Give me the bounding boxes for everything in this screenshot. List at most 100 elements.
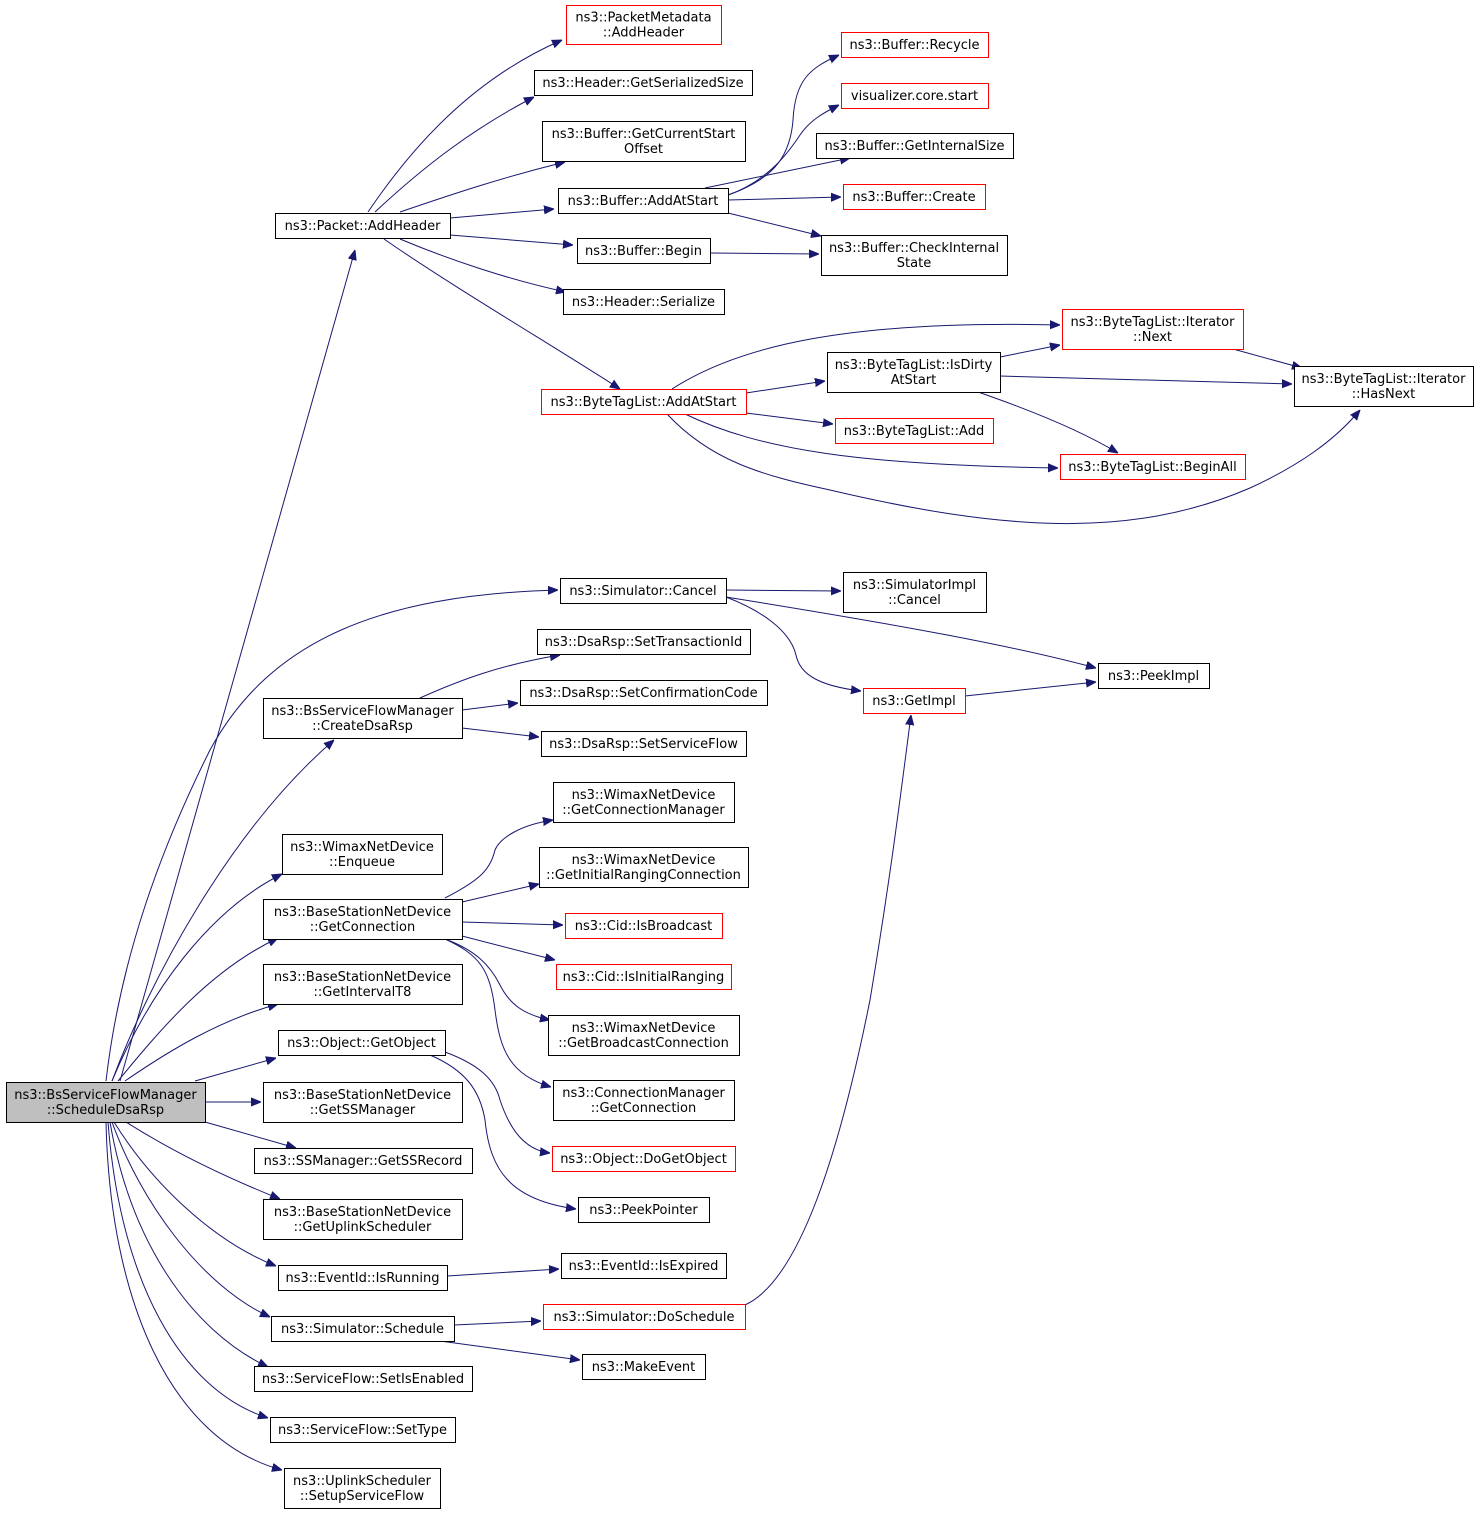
node-btl-next[interactable]: ns3::ByteTagList::Iterator::Next (1062, 309, 1244, 350)
edge-sim_schedule-to-sim_doschedule (453, 1321, 541, 1325)
node-btl-beginall[interactable]: ns3::ByteTagList::BeginAll (1060, 454, 1246, 480)
node-evt-isrunning[interactable]: ns3::EventId::IsRunning (278, 1265, 448, 1291)
node-getimpl[interactable]: ns3::GetImpl (863, 688, 966, 714)
node-sf-settype[interactable]: ns3::ServiceFlow::SetType (270, 1417, 456, 1443)
node-dsa-setconf[interactable]: ns3::DsaRsp::SetConfirmationCode (520, 680, 768, 706)
edge-bsnd_getconn-to-wnd_getconnmgr (444, 820, 553, 899)
node-label-line: ns3::DsaRsp::SetConfirmationCode (529, 686, 757, 701)
edge-root-to-sf_settype (107, 1121, 268, 1418)
node-peekimpl[interactable]: ns3::PeekImpl (1098, 663, 1210, 689)
node-label-line: ::Enqueue (329, 855, 395, 870)
edge-line (429, 1054, 576, 1209)
node-label-line: ns3::Header::Serialize (572, 295, 715, 310)
node-btl-addatstart[interactable]: ns3::ByteTagList::AddAtStart (541, 389, 747, 415)
node-label-line: ::GetConnection (310, 920, 416, 935)
node-box (843, 184, 986, 210)
edge-line (666, 410, 1360, 525)
node-hdr-getser[interactable]: ns3::Header::GetSerializedSize (534, 70, 753, 96)
node-label-line: ns3::BaseStationNetDevice (274, 970, 451, 985)
node-evt-isexpired[interactable]: ns3::EventId::IsExpired (561, 1253, 727, 1279)
edge-root-to-sf_setisenabled (109, 1121, 268, 1367)
node-buf-begin[interactable]: ns3::Buffer::Begin (577, 238, 711, 264)
node-box (1098, 663, 1210, 689)
node-wnd-getinitrang[interactable]: ns3::WimaxNetDevice::GetInitialRangingCo… (539, 847, 749, 888)
node-label-line: ns3::WimaxNetDevice (572, 853, 716, 868)
node-label-line: ::GetConnectionManager (562, 803, 725, 818)
node-label-line: ns3::Object::DoGetObject (560, 1152, 727, 1167)
node-dsa-setsf[interactable]: ns3::DsaRsp::SetServiceFlow (541, 731, 747, 757)
node-box (843, 572, 987, 613)
edge-line (124, 1004, 278, 1082)
node-root[interactable]: ns3::BsServiceFlowManager::ScheduleDsaRs… (6, 1082, 206, 1123)
edge-bsnd_getconn-to-wnd_getbcast (444, 938, 550, 1020)
node-obj-getobject[interactable]: ns3::Object::GetObject (278, 1030, 446, 1056)
node-buf-recycle[interactable]: ns3::Buffer::Recycle (841, 32, 989, 58)
node-pkt-addheader[interactable]: ns3::Packet::AddHeader (275, 213, 451, 239)
node-label-line: ns3::ByteTagList::Add (844, 424, 984, 439)
node-btl-add[interactable]: ns3::ByteTagList::Add (835, 418, 994, 444)
edge-line (119, 250, 355, 1082)
node-label-line: ns3::PeekImpl (1108, 669, 1199, 684)
node-label-line: ns3::PeekPointer (589, 1203, 698, 1218)
edges-layer (105, 40, 1360, 1470)
node-sim-schedule[interactable]: ns3::Simulator::Schedule (271, 1316, 455, 1342)
node-hdr-serialize[interactable]: ns3::Header::Serialize (563, 289, 725, 315)
node-label-line: ::GetBroadcastConnection (558, 1036, 729, 1051)
node-box (563, 289, 725, 315)
node-btl-hasnext[interactable]: ns3::ByteTagList::Iterator::HasNext (1294, 366, 1474, 407)
node-ssmgr-getssrec[interactable]: ns3::SSManager::GetSSRecord (254, 1148, 473, 1174)
node-pm-addheader[interactable]: ns3::PacketMetadata::AddHeader (566, 5, 722, 45)
node-sim-cancel[interactable]: ns3::Simulator::Cancel (560, 578, 727, 604)
edge-btl_addatstart-to-btl_next (671, 324, 1060, 390)
node-wnd-enqueue[interactable]: ns3::WimaxNetDevice::Enqueue (282, 834, 443, 875)
node-box (553, 782, 735, 823)
node-connmgr-getconn[interactable]: ns3::ConnectionManager::GetConnection (553, 1080, 735, 1121)
node-buf-getint[interactable]: ns3::Buffer::GetInternalSize (816, 133, 1014, 159)
node-obj-dogetobject[interactable]: ns3::Object::DoGetObject (552, 1146, 736, 1172)
node-bsnd-getintt8[interactable]: ns3::BaseStationNetDevice::GetIntervalT8 (263, 964, 463, 1005)
node-buf-addatstart[interactable]: ns3::Buffer::AddAtStart (558, 188, 729, 214)
node-box (841, 32, 989, 58)
node-wnd-getbcast[interactable]: ns3::WimaxNetDevice::GetBroadcastConnect… (548, 1015, 740, 1056)
node-label-line: AtStart (891, 373, 937, 388)
edge-line (111, 740, 334, 1082)
edge-root-to-ssmgr_getssrec (204, 1121, 296, 1148)
node-box (254, 1366, 473, 1392)
node-cid-isbcast[interactable]: ns3::Cid::IsBroadcast (565, 913, 723, 939)
edge-line (461, 703, 518, 711)
node-buf-create[interactable]: ns3::Buffer::Create (843, 184, 986, 210)
node-viz-start[interactable]: visualizer.core.start (841, 83, 989, 109)
edge-line (194, 1058, 276, 1082)
edge-buf_addatstart-to-buf_recycle (727, 55, 839, 196)
node-ulsched-setup[interactable]: ns3::UplinkScheduler::SetupServiceFlow (284, 1468, 441, 1509)
edge-line (684, 413, 1058, 468)
node-cid-isinitrang[interactable]: ns3::Cid::IsInitialRanging (556, 964, 732, 990)
node-label-line: ns3::ByteTagList::IsDirty (835, 358, 993, 373)
node-bsnd-getulsched[interactable]: ns3::BaseStationNetDevice::GetUplinkSche… (263, 1199, 463, 1240)
node-bsnd-getconn[interactable]: ns3::BaseStationNetDevice::GetConnection (263, 899, 463, 940)
node-label-line: ns3::Buffer::CheckInternal (829, 241, 999, 256)
edge-line (105, 590, 558, 1082)
edge-line (111, 1121, 270, 1317)
node-label-line: ns3::Buffer::Begin (585, 244, 702, 259)
node-createdsarsp[interactable]: ns3::BsServiceFlowManager::CreateDsaRsp (263, 698, 463, 739)
edge-line (117, 938, 278, 1082)
node-bsnd-getssmgr[interactable]: ns3::BaseStationNetDevice::GetSSManager (263, 1082, 463, 1123)
node-makeevent[interactable]: ns3::MakeEvent (582, 1354, 706, 1380)
node-sf-setisenabled[interactable]: ns3::ServiceFlow::SetIsEnabled (254, 1366, 473, 1392)
node-wnd-getconnmgr[interactable]: ns3::WimaxNetDevice::GetConnectionManage… (553, 782, 735, 823)
node-simimpl-cancel[interactable]: ns3::SimulatorImpl::Cancel (843, 572, 987, 613)
node-sim-doschedule[interactable]: ns3::Simulator::DoSchedule (543, 1304, 746, 1330)
node-peekpointer[interactable]: ns3::PeekPointer (578, 1197, 710, 1223)
node-box (542, 121, 746, 162)
edge-line (725, 596, 1096, 668)
edge-line (725, 596, 861, 691)
edge-evt_isrunning-to-evt_isexpired (446, 1269, 559, 1277)
edge-btl_addatstart-to-btl_hasnext (666, 410, 1360, 525)
node-dsa-settrans[interactable]: ns3::DsaRsp::SetTransactionId (537, 629, 751, 655)
edge-line (1232, 348, 1302, 368)
